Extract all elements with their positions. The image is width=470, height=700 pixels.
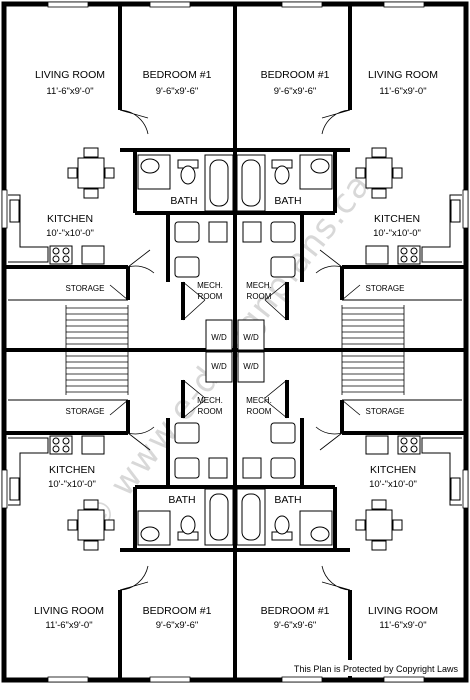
room-mech-label: ROOM xyxy=(247,292,272,301)
room-living-label: LIVING ROOM xyxy=(368,69,438,81)
room-bedroom-label: BEDROOM #1 xyxy=(143,69,212,81)
room-kitchen-label: KITCHEN xyxy=(49,464,95,476)
room-bath-label: BATH xyxy=(168,494,195,506)
room-kitchen-dim: 10'-"x10'-0" xyxy=(46,228,94,239)
room-storage-label: STORAGE xyxy=(366,284,405,293)
room-living-dim: 11'-6"x9'-0" xyxy=(379,86,426,97)
door-swings xyxy=(109,109,361,591)
bath-fixtures-bottom xyxy=(137,488,333,546)
room-kitchen-dim: 10'-"x10'-0" xyxy=(373,228,421,239)
room-bedroom-dim: 9'-6"x9'-6" xyxy=(156,86,199,97)
wd-label: W/D xyxy=(211,333,227,342)
room-bedroom-dim: 9'-6"x9'-6" xyxy=(274,86,317,97)
top-windows xyxy=(47,1,425,8)
room-kitchen-dim: 10'-"x10'-0" xyxy=(369,479,417,490)
room-mech-label: MECH. xyxy=(197,396,223,405)
room-bedroom-label: BEDROOM #1 xyxy=(261,69,330,81)
stairs-right xyxy=(341,305,405,395)
room-bath-label: BATH xyxy=(274,195,301,207)
bath-fixtures-top xyxy=(137,154,333,212)
room-mech-label: MECH. xyxy=(197,281,223,290)
room-kitchen-label: KITCHEN xyxy=(47,213,93,225)
room-storage-label: STORAGE xyxy=(66,284,105,293)
room-mech-label: ROOM xyxy=(247,407,272,416)
side-windows xyxy=(1,189,469,509)
room-kitchen-label: KITCHEN xyxy=(374,213,420,225)
dining-tables xyxy=(67,147,403,551)
room-bath-label: BATH xyxy=(274,494,301,506)
washer-dryer-units xyxy=(205,319,265,383)
room-storage-label: STORAGE xyxy=(66,407,105,416)
room-living-label: LIVING ROOM xyxy=(35,69,105,81)
wd-label: W/D xyxy=(243,362,259,371)
room-kitchen-dim: 10'-"x10'-0" xyxy=(48,479,96,490)
room-storage-label: STORAGE xyxy=(366,407,405,416)
copyright-backing xyxy=(244,660,462,676)
storage-walls xyxy=(8,299,462,401)
wd-label: W/D xyxy=(211,362,227,371)
room-mech-label: MECH. xyxy=(246,281,272,290)
mech-equipment xyxy=(174,221,296,479)
room-living-dim: 11'-6"x9'-0" xyxy=(46,86,93,97)
interior-walls xyxy=(4,4,466,680)
room-kitchen-label: KITCHEN xyxy=(370,464,416,476)
stairs-left xyxy=(65,305,129,395)
room-mech-label: ROOM xyxy=(198,292,223,301)
room-living-label: LIVING ROOM xyxy=(368,605,438,617)
room-bedroom-dim: 9'-6"x9'-6" xyxy=(156,620,199,631)
room-living-dim: 11'-6"x9'-0" xyxy=(45,620,92,631)
room-bedroom-dim: 9'-6"x9'-6" xyxy=(274,620,317,631)
kitchen-counters xyxy=(8,194,462,506)
room-bedroom-label: BEDROOM #1 xyxy=(143,605,212,617)
room-living-label: LIVING ROOM xyxy=(34,605,104,617)
room-mech-label: ROOM xyxy=(198,407,223,416)
room-bath-label: BATH xyxy=(170,195,197,207)
wd-label: W/D xyxy=(243,333,259,342)
copyright-notice: This Plan is Protected by Copyright Laws xyxy=(294,664,459,674)
bottom-windows xyxy=(47,676,425,683)
room-living-dim: 11'-6"x9'-0" xyxy=(379,620,426,631)
room-bedroom-label: BEDROOM #1 xyxy=(261,605,330,617)
room-mech-label: MECH. xyxy=(246,396,272,405)
